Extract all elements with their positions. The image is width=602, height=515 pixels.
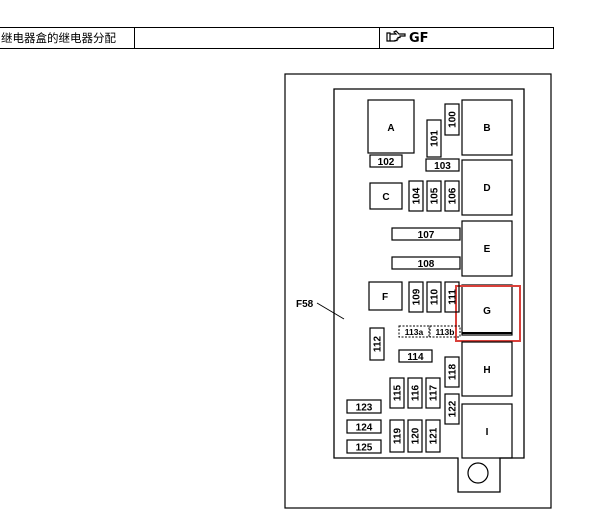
fuse-113b	[429, 325, 461, 338]
fuse-121-label: 121	[429, 427, 440, 444]
fuse-107	[391, 227, 461, 241]
relay-f	[368, 281, 403, 311]
relay-d	[461, 159, 513, 216]
header-title: 继电器盒的继电器分配	[0, 28, 135, 48]
fuse-115-label: 115	[393, 384, 404, 401]
fuse-114-label: 114	[407, 352, 424, 363]
fuse-111-label: 111	[448, 289, 459, 305]
relay-e	[461, 220, 513, 277]
header-blank-cell	[135, 28, 380, 48]
fuse-110	[426, 281, 442, 313]
fuse-113a	[398, 325, 430, 338]
callout-line	[316, 302, 345, 320]
fuse-113a-label: 113a	[405, 327, 424, 337]
fuse-117	[425, 377, 441, 409]
fuse-116-label: 116	[411, 384, 422, 401]
fuse-120-label: 120	[411, 427, 422, 444]
relay-b-label: B	[483, 123, 490, 134]
fuse-106-label: 106	[448, 187, 459, 204]
fuse-123-label: 123	[356, 403, 373, 414]
relay-h-label: H	[483, 365, 490, 376]
fuse-117-label: 117	[429, 384, 440, 401]
fuse-100	[444, 103, 460, 136]
fuse-109-label: 109	[412, 288, 423, 305]
header-reference: GF	[380, 28, 553, 48]
fuse-102	[369, 154, 403, 168]
reference-code: GF	[409, 30, 429, 46]
fuse-119	[389, 419, 405, 453]
fuse-109	[408, 281, 424, 313]
fuse-124-label: 124	[356, 423, 373, 434]
highlight-box	[455, 285, 521, 342]
fuse-101-label: 101	[430, 130, 441, 147]
fuse-121	[425, 419, 441, 453]
relay-f-label: F	[382, 292, 388, 303]
relay-a	[367, 99, 415, 154]
fuse-116	[407, 377, 423, 409]
fuse-104	[408, 180, 424, 212]
fuse-124	[346, 419, 382, 434]
fuse-114	[398, 349, 433, 363]
fuse-105-label: 105	[430, 187, 441, 204]
fuse-105	[426, 180, 442, 212]
fuse-122	[444, 393, 460, 425]
diagram-frame	[284, 73, 552, 509]
relay-a-label: A	[387, 123, 394, 134]
fuse-118	[444, 356, 460, 388]
relay-d-label: D	[483, 183, 490, 194]
fuse-113b-label: 113b	[436, 327, 455, 337]
fuse-108-label: 108	[418, 259, 435, 270]
fuse-112-label: 112	[373, 335, 384, 352]
fuse-108	[391, 256, 461, 270]
fuse-110-label: 110	[430, 288, 441, 305]
hand-pointer-icon	[386, 29, 406, 47]
fuse-104-label: 104	[412, 187, 423, 204]
fuse-103-label: 103	[434, 161, 451, 172]
relay-i	[461, 403, 513, 459]
fuse-111	[444, 281, 460, 313]
fuse-102-label: 102	[378, 157, 395, 168]
box-outline	[333, 88, 525, 493]
relay-h	[461, 341, 513, 397]
fuse-100-label: 100	[448, 111, 459, 128]
callout-label: F58	[296, 299, 314, 310]
fuse-125	[346, 439, 382, 454]
relay-g-label: G	[483, 306, 491, 317]
fuse-120	[407, 419, 423, 453]
relay-c-label: C	[382, 192, 389, 203]
relay-c	[369, 182, 403, 210]
fuse-103	[425, 158, 460, 172]
fuse-101	[426, 119, 442, 158]
fuse-125-label: 125	[356, 443, 373, 454]
fuse-112	[369, 327, 385, 361]
relay-e-label: E	[484, 244, 491, 255]
header-table: 继电器盒的继电器分配 GF	[0, 27, 554, 49]
relay-i-label: I	[486, 427, 489, 438]
fuse-118-label: 118	[448, 363, 459, 380]
fuse-122-label: 122	[448, 400, 459, 417]
fuse-106	[444, 180, 460, 212]
fuse-107-label: 107	[418, 230, 435, 241]
mounting-hole	[467, 462, 489, 484]
fuse-119-label: 119	[393, 427, 404, 444]
fuse-115	[389, 377, 405, 409]
fuse-123	[346, 399, 382, 414]
relay-b	[461, 99, 513, 156]
